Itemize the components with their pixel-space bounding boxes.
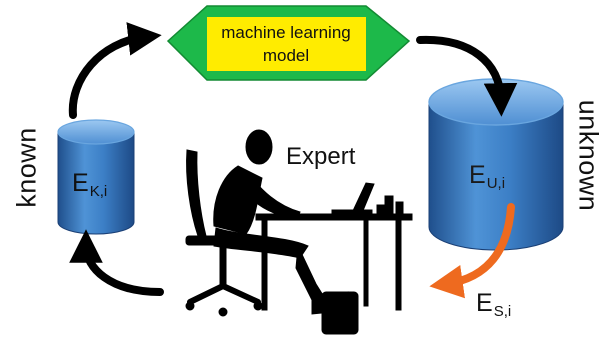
unknown-set-sub: U,i bbox=[486, 175, 506, 192]
unknown-set-main: E bbox=[469, 161, 486, 189]
arrow-known-to-model bbox=[68, 22, 162, 119]
unknown-label: unknown bbox=[573, 99, 602, 212]
expert-at-desk-illustration bbox=[185, 129, 413, 335]
model-label: machine learning model bbox=[203, 13, 369, 75]
known-set-main: E bbox=[72, 169, 89, 197]
model-label-box bbox=[207, 17, 366, 71]
known-set-label: EK,i bbox=[72, 169, 107, 200]
model-label-text: machine learning model bbox=[221, 23, 351, 65]
selected-set-label: ES,i bbox=[476, 289, 511, 320]
unknown-set-label: EU,i bbox=[469, 161, 505, 192]
expert-label: Expert bbox=[286, 143, 356, 170]
arrow-model-to-unknown bbox=[416, 35, 518, 117]
known-set-sub: K,i bbox=[89, 183, 108, 200]
arrow-expert-to-known bbox=[69, 229, 164, 296]
known-set-cylinder bbox=[57, 119, 135, 235]
known-label: known bbox=[11, 127, 42, 208]
selected-set-main: E bbox=[476, 289, 493, 317]
arrow-unknown-to-selected bbox=[429, 203, 515, 299]
selected-set-sub: S,i bbox=[493, 303, 512, 320]
